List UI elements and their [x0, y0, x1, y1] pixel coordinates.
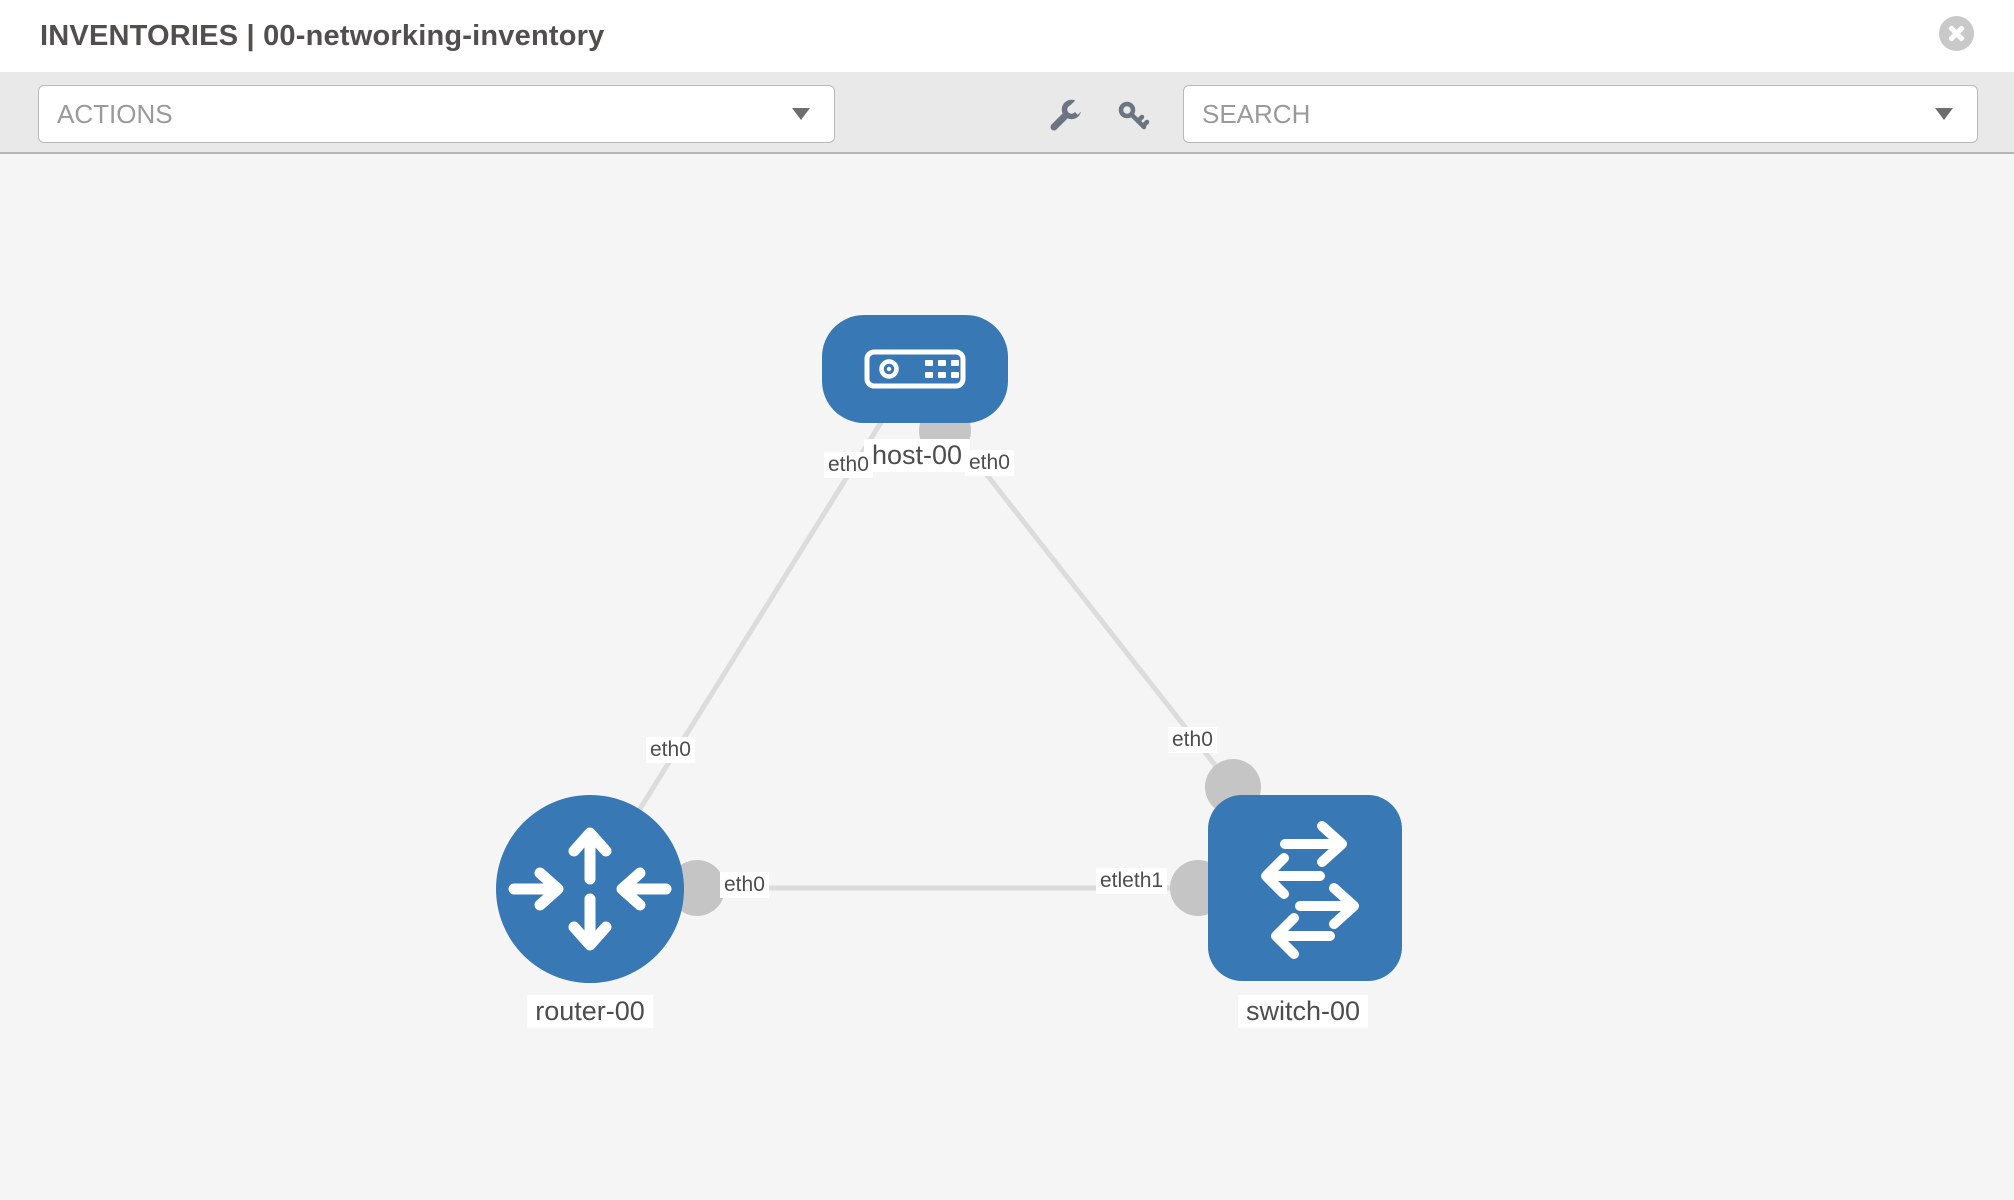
iface-label-router-link: eth0 — [720, 872, 769, 898]
chevron-down-icon — [792, 108, 810, 120]
actions-dropdown[interactable]: ACTIONS — [38, 85, 835, 143]
node-label-host: host-00 — [863, 439, 971, 472]
node-switch[interactable] — [1208, 795, 1402, 981]
search-input[interactable] — [1202, 98, 1802, 130]
close-icon[interactable] — [1939, 16, 1974, 51]
actions-dropdown-label: ACTIONS — [57, 98, 173, 129]
router-icon — [496, 795, 684, 983]
topology-canvas[interactable]: host-00 router-00 switch-00 eth0 eth0 et… — [0, 154, 2014, 1200]
page-title: INVENTORIES | 00-networking-inventory — [40, 20, 605, 52]
node-label-switch: switch-00 — [1237, 995, 1369, 1028]
iface-label-host-left: eth0 — [824, 452, 873, 478]
header: INVENTORIES | 00-networking-inventory — [0, 0, 2014, 72]
host-icon — [822, 315, 1008, 423]
chevron-down-icon — [1935, 108, 1953, 120]
key-icon[interactable] — [1115, 98, 1151, 134]
iface-label-switch-link: etleth1 — [1096, 868, 1168, 894]
node-host[interactable] — [822, 315, 1008, 423]
toolbar: ACTIONS — [0, 72, 2014, 154]
wrench-icon[interactable] — [1047, 98, 1083, 134]
switch-icon — [1208, 795, 1402, 981]
topology-links — [587, 406, 1235, 891]
iface-label-router-uplink: eth0 — [646, 737, 695, 763]
node-router[interactable] — [496, 795, 684, 983]
search-dropdown[interactable] — [1183, 85, 1978, 143]
iface-label-host-right: eth0 — [965, 450, 1014, 476]
iface-label-switch-uplink: eth0 — [1168, 727, 1217, 753]
node-label-router: router-00 — [527, 995, 653, 1028]
